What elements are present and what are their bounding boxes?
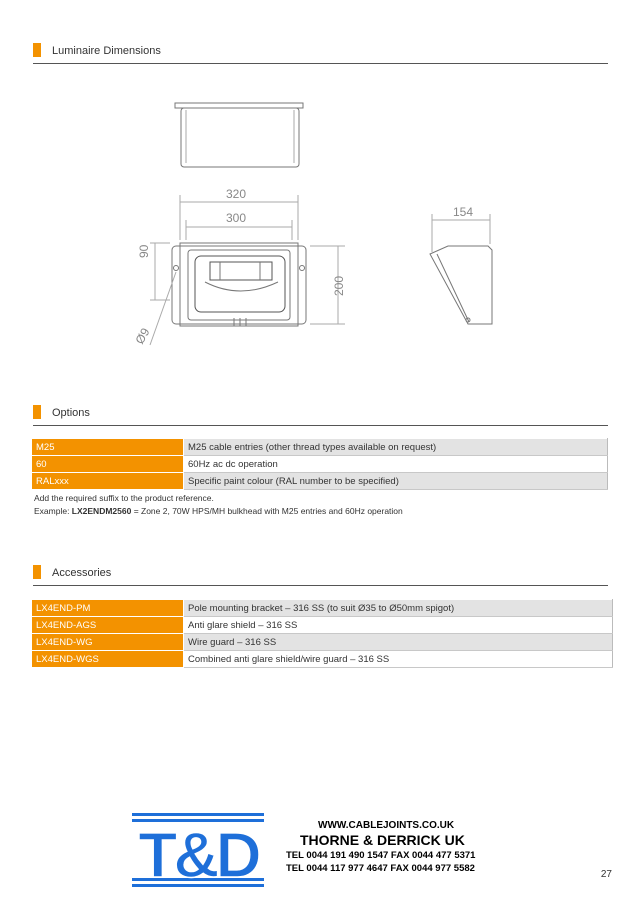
section-header-dimensions: Luminaire Dimensions [33, 43, 608, 64]
section-title: Options [52, 407, 90, 419]
accessories-table: LX4END-PM Pole mounting bracket – 316 SS… [31, 599, 613, 668]
example-rest: = Zone 2, 70W HPS/MH bulkhead with M25 e… [131, 506, 403, 516]
option-code: RALxxx [31, 472, 184, 490]
dimension-label-320: 320 [226, 187, 246, 201]
dimension-label-300: 300 [226, 211, 246, 225]
options-note-line1: Add the required suffix to the product r… [34, 493, 214, 503]
options-table: M25 M25 cable entries (other thread type… [31, 438, 608, 490]
dimension-label-90: 90 [137, 244, 151, 258]
example-prefix: Example: [34, 506, 72, 516]
accessory-description: Wire guard – 316 SS [183, 633, 613, 651]
option-description: M25 cable entries (other thread types av… [183, 438, 608, 456]
company-name: THORNE & DERRICK UK [300, 832, 465, 848]
table-row: RALxxx Specific paint colour (RAL number… [31, 472, 608, 490]
section-title: Accessories [52, 567, 112, 579]
company-phone-2: TEL 0044 117 977 4647 FAX 0044 977 5582 [286, 863, 475, 874]
options-note-line2: Example: LX2ENDM2560 = Zone 2, 70W HPS/M… [34, 505, 403, 518]
section-header-options: Options [33, 405, 608, 426]
option-description: 60Hz ac dc operation [183, 455, 608, 473]
table-row: M25 M25 cable entries (other thread type… [31, 438, 608, 456]
accessory-code: LX4END-PM [31, 599, 184, 617]
accessory-code: LX4END-AGS [31, 616, 184, 634]
options-note: Add the required suffix to the product r… [34, 492, 403, 518]
company-logo: T&D [132, 813, 264, 889]
table-row: LX4END-PM Pole mounting bracket – 316 SS… [31, 599, 613, 617]
company-phone-1: TEL 0044 191 490 1547 FAX 0044 477 5371 [286, 850, 476, 861]
section-marker [33, 43, 41, 57]
section-title: Luminaire Dimensions [52, 45, 161, 57]
page-number: 27 [600, 869, 612, 880]
luminaire-dimension-drawing: 320 300 154 90 200 Ø9 [132, 102, 493, 347]
option-code: 60 [31, 455, 184, 473]
logo-letters: T&D [138, 819, 259, 889]
section-marker [33, 565, 41, 579]
dimension-label-154: 154 [453, 205, 473, 219]
dimension-label-dia9: Ø9 [132, 325, 152, 346]
option-description: Specific paint colour (RAL number to be … [183, 472, 608, 490]
table-row: LX4END-WG Wire guard – 316 SS [31, 633, 613, 651]
table-row: LX4END-AGS Anti glare shield – 316 SS [31, 616, 613, 634]
accessory-description: Pole mounting bracket – 316 SS (to suit … [183, 599, 613, 617]
table-row: 60 60Hz ac dc operation [31, 455, 608, 473]
section-marker [33, 405, 41, 419]
section-header-accessories: Accessories [33, 565, 608, 586]
accessory-description: Combined anti glare shield/wire guard – … [183, 650, 613, 668]
accessory-code: LX4END-WG [31, 633, 184, 651]
example-code: LX2ENDM2560 [71, 506, 132, 516]
option-code: M25 [31, 438, 184, 456]
accessory-description: Anti glare shield – 316 SS [183, 616, 613, 634]
company-website: WWW.CABLEJOINTS.CO.UK [318, 820, 455, 831]
dimension-label-200: 200 [332, 276, 346, 296]
accessory-code: LX4END-WGS [31, 650, 184, 668]
table-row: LX4END-WGS Combined anti glare shield/wi… [31, 650, 613, 668]
